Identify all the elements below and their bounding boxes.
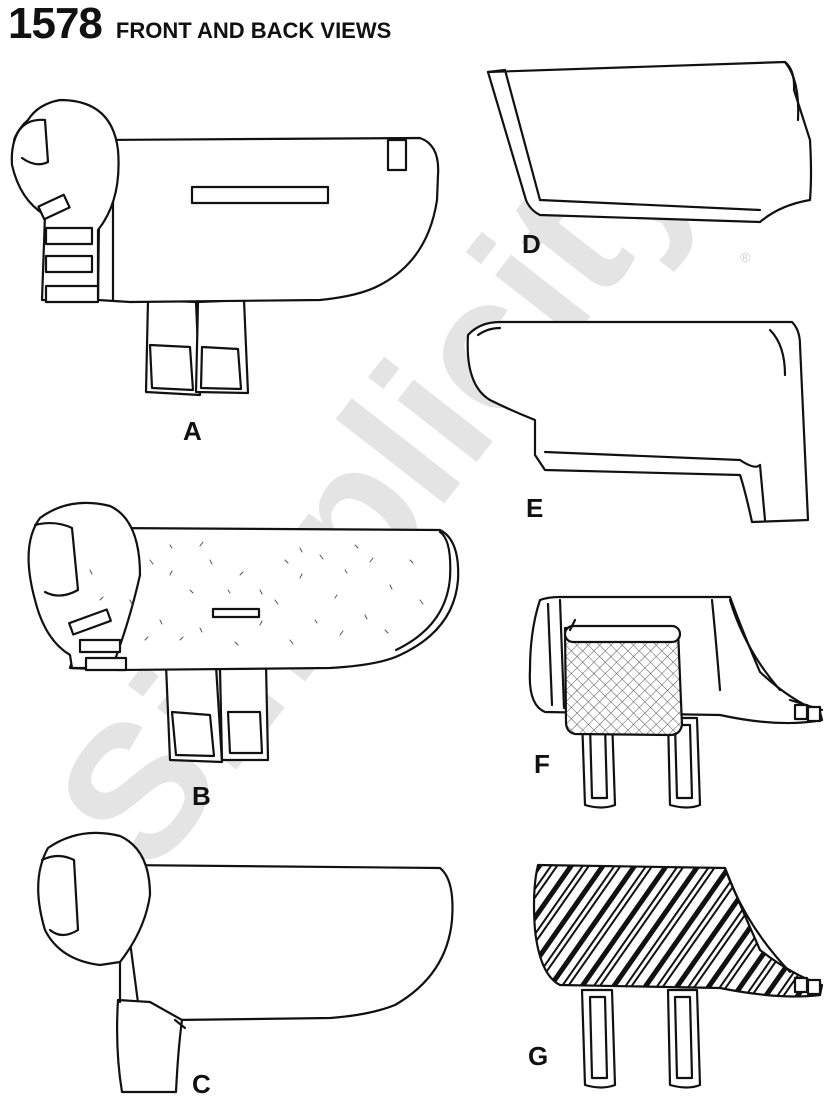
view-label-b: B (192, 781, 211, 811)
view-a-drawing (10, 98, 440, 397)
view-c-body (118, 863, 454, 1022)
view-f-mesh-pocket (563, 626, 684, 737)
view-a-body (96, 136, 440, 304)
view-d-drawing (486, 60, 813, 224)
view-b-hood (27, 501, 142, 670)
view-g-drawing (532, 863, 824, 1089)
view-c-drawing (37, 831, 454, 1094)
view-label-c: C (192, 1069, 211, 1099)
view-g-body (532, 863, 824, 998)
view-e-drawing (466, 320, 810, 524)
view-e-body (466, 320, 810, 524)
view-b-fleece-texture (89, 541, 424, 646)
view-b-body (68, 526, 460, 672)
pattern-number: 1578 (8, 0, 103, 48)
view-label-a: A (183, 416, 202, 446)
view-f-drawing (528, 595, 824, 809)
view-label-e: E (526, 493, 544, 523)
view-b-drawing (27, 501, 460, 764)
view-d-body (486, 60, 813, 224)
registered-mark: ® (740, 249, 751, 265)
views-title: FRONT AND BACK VIEWS (115, 18, 392, 43)
view-c-hood (37, 831, 152, 967)
view-label-g: G (528, 1041, 549, 1071)
view-c-leg (116, 998, 184, 1094)
page-header: 1578 FRONT AND BACK VIEWS (8, 0, 391, 55)
view-label-d: D (522, 229, 541, 259)
view-label-f: F (534, 749, 550, 779)
